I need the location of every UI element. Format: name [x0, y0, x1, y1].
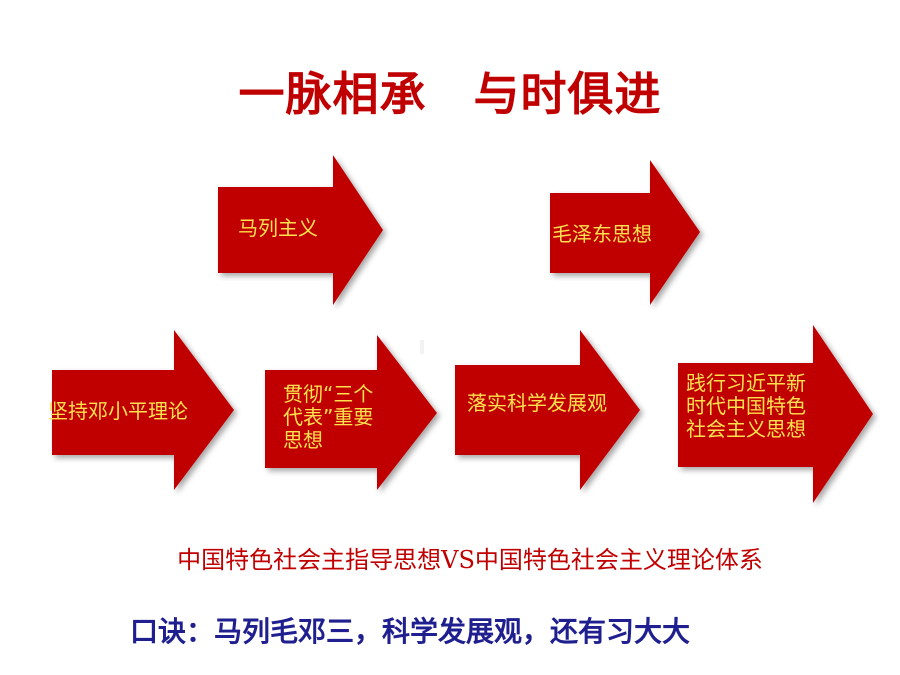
decorative-mark — [420, 340, 424, 354]
arrow-label: 马列主义 — [238, 216, 318, 240]
subtitle: 中国特色社会主指导思想VS中国特色社会主义理论体系 — [177, 546, 763, 574]
arrow-shape — [678, 325, 873, 503]
arrow-xi-jinping-thought: 践行习近平新 时代中国特色 社会主义思想 — [678, 325, 873, 503]
arrow-scientific-outlook: 落实科学发展观 — [455, 330, 640, 490]
arrow-label: 毛泽东思想 — [552, 222, 652, 246]
arrow-shape — [218, 155, 383, 305]
arrow-label: 落实科学发展观 — [467, 391, 607, 415]
arrow-mao-zedong-thought: 毛泽东思想 — [550, 160, 700, 305]
arrow-shape — [455, 330, 640, 490]
page-title: 一脉相承 与时俱进 — [238, 67, 662, 121]
mnemonic-text: 口诀：马列毛邓三，科学发展观，还有习大大 — [130, 615, 691, 648]
arrow-marxism-leninism: 马列主义 — [218, 155, 383, 305]
arrow-shape — [52, 330, 234, 490]
arrow-deng-xiaoping-theory: 坚持邓小平理论 — [48, 330, 234, 490]
arrow-three-represents: 贯彻“三个 代表”重要 思想 — [265, 335, 437, 490]
arrow-label: 贯彻“三个 代表”重要 思想 — [283, 382, 374, 452]
arrow-shape — [265, 335, 437, 490]
arrow-shape — [550, 160, 700, 305]
arrow-label: 坚持邓小平理论 — [48, 399, 188, 423]
arrow-label: 践行习近平新 时代中国特色 社会主义思想 — [686, 371, 806, 441]
